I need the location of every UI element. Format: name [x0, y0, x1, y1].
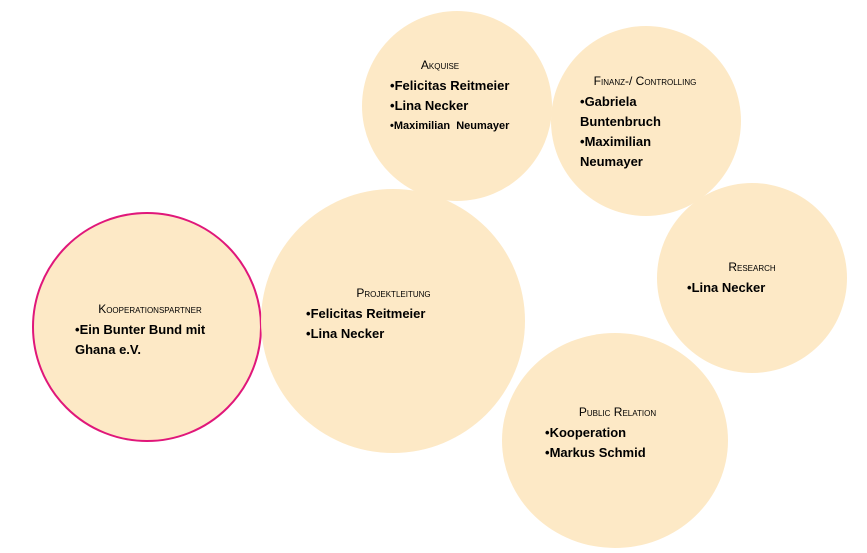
node-list-public-relation: •Kooperation •Markus Schmid [545, 423, 695, 463]
list-item: •Felicitas Reitmeier [390, 78, 510, 93]
list-item: •Gabriela Buntenbruch [580, 94, 661, 129]
node-list-finanz: •Gabriela Buntenbruch •Maximilian Neumay… [580, 92, 720, 172]
node-list-projektleitung: •Felicitas Reitmeier •Lina Necker [306, 304, 476, 344]
node-list-akquise: •Felicitas Reitmeier •Lina Necker •Maxim… [390, 76, 540, 136]
circle-finanz [551, 26, 741, 216]
node-kooperationspartner: Kooperationspartner •Ein Bunter Bund mit… [75, 302, 235, 360]
list-item: •Markus Schmid [545, 445, 646, 460]
node-title-public-relation: Public Relation [578, 405, 657, 419]
node-title-projektleitung: Projektleitung [356, 286, 431, 300]
node-projektleitung: Projektleitung •Felicitas Reitmeier •Lin… [306, 286, 476, 344]
node-title-akquise: Akquise [420, 58, 460, 72]
node-title-finanz: Finanz-/ Controlling [593, 74, 697, 88]
list-item: •Lina Necker [390, 98, 469, 113]
list-item: •Maximilian Neumayer [390, 120, 510, 132]
node-title-research: Research [728, 260, 776, 274]
list-item: •Ein Bunter Bund mit Ghana e.V. [75, 322, 206, 357]
node-finanz: Finanz-/ Controlling •Gabriela Buntenbru… [580, 74, 720, 172]
list-item: •Lina Necker [306, 326, 385, 341]
list-item: •Maximilian Neumayer [580, 134, 652, 169]
node-akquise: Akquise •Felicitas Reitmeier •Lina Necke… [390, 58, 540, 136]
node-title-kooperationspartner: Kooperationspartner [98, 302, 202, 316]
node-list-kooperationspartner: •Ein Bunter Bund mit Ghana e.V. [75, 320, 235, 360]
circle-research [657, 183, 847, 373]
list-item: •Lina Necker [687, 280, 766, 295]
node-list-research: •Lina Necker [687, 278, 817, 298]
list-item: •Felicitas Reitmeier [306, 306, 426, 321]
node-public-relation: Public Relation •Kooperation •Markus Sch… [545, 405, 695, 463]
circle-akquise [362, 11, 552, 201]
list-item: •Kooperation [545, 425, 627, 440]
circle-projektleitung [261, 189, 525, 453]
circle-public-relation [502, 333, 728, 548]
node-research: Research •Lina Necker [687, 260, 817, 298]
